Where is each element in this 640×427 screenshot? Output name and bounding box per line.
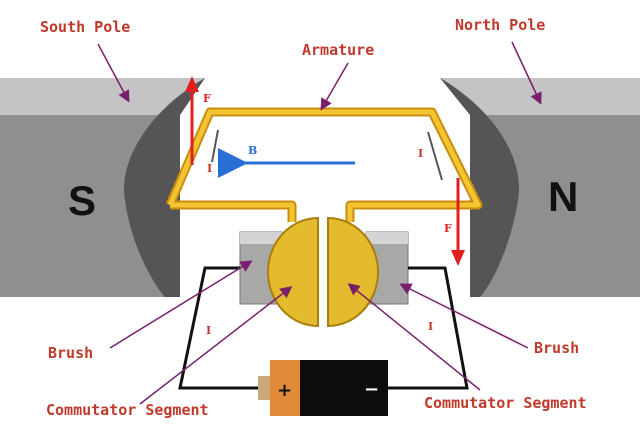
label-north-pole: North Pole	[455, 16, 545, 34]
force-symbol-bottom: F	[444, 222, 452, 235]
leader-commutator-left	[139, 286, 293, 405]
label-south-pole: South Pole	[40, 18, 130, 36]
armature-coil	[167, 109, 481, 222]
leader-north-pole	[511, 41, 542, 105]
north-pole-letter: N	[548, 173, 578, 220]
commutator-segment-right	[327, 216, 379, 328]
south-magnet	[0, 78, 205, 297]
battery-positive: +	[277, 380, 292, 401]
circuit-wire-right	[385, 266, 469, 390]
force-symbol-top: F	[203, 92, 211, 105]
current-symbol-right-coil: I	[418, 147, 423, 160]
current-symbol-left-wire: I	[206, 324, 211, 337]
commutator-segment-left	[267, 216, 319, 328]
north-magnet	[440, 78, 640, 297]
leader-south-pole	[97, 43, 130, 103]
leader-brush-left	[109, 260, 253, 349]
label-commutator-right: Commutator Segment	[424, 394, 587, 412]
leader-brush-right	[399, 283, 529, 349]
label-brush-right: Brush	[534, 339, 579, 357]
leader-commutator-right	[347, 283, 481, 391]
current-symbol-left-coil: I	[207, 162, 212, 175]
label-brush-left: Brush	[48, 344, 93, 362]
south-pole-letter: S	[68, 177, 96, 224]
label-commutator-left: Commutator Segment	[46, 401, 209, 419]
battery: + −	[258, 360, 388, 416]
current-symbol-right-wire: I	[428, 320, 433, 333]
field-symbol: B	[248, 144, 257, 157]
battery-negative: −	[364, 379, 379, 400]
circuit-wire-left	[178, 266, 270, 390]
leader-armature	[320, 62, 349, 111]
label-armature: Armature	[302, 41, 374, 59]
